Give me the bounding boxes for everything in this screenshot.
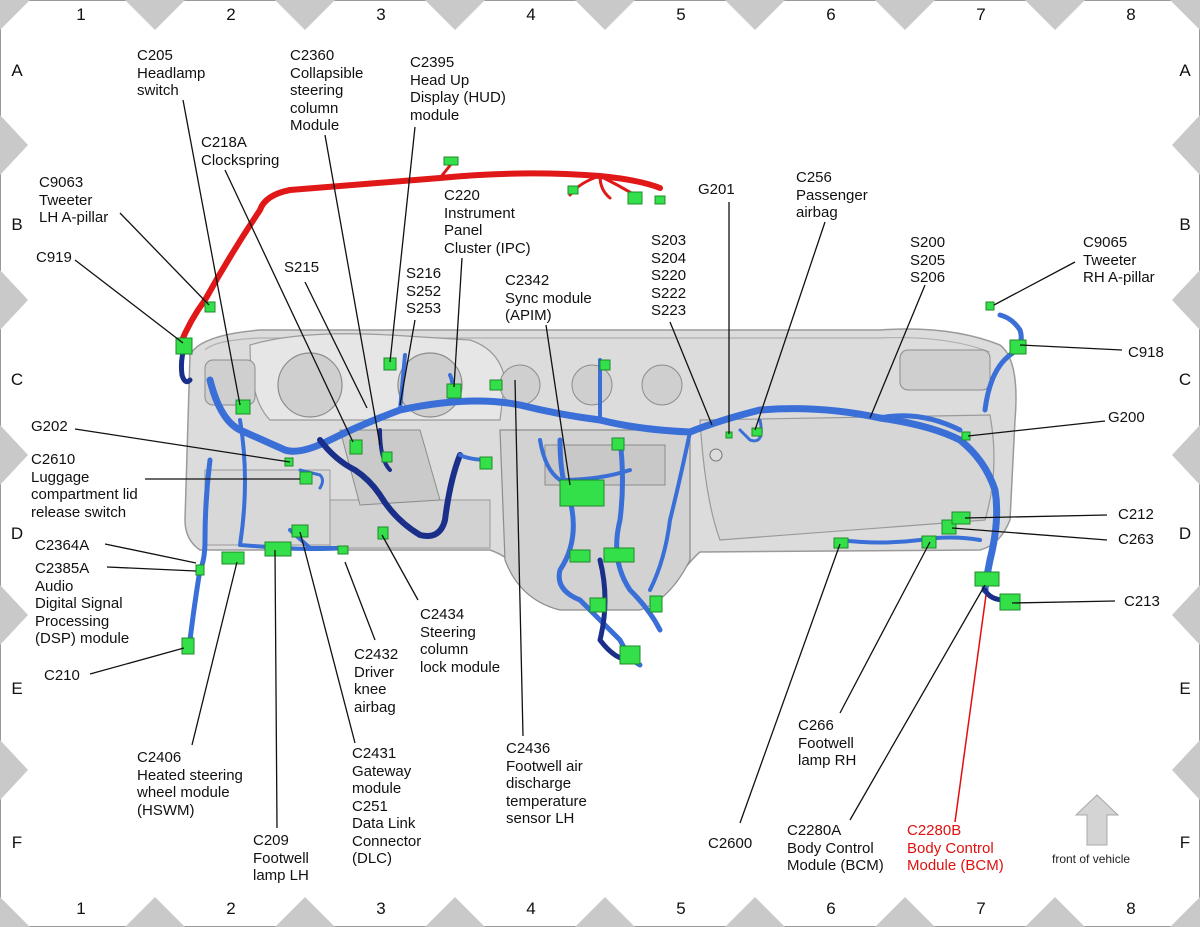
label-g202: G202 — [31, 418, 68, 435]
label-s216: S216 S252 S253 — [406, 265, 442, 317]
label-s200: S200 S205 S206 — [910, 234, 946, 286]
label-c2385a: C2385A Audio Digital Signal Processing (… — [35, 560, 130, 647]
label-c2610: C2610 Luggage compartment lid release sw… — [31, 451, 138, 521]
grid-row-a-left: A — [11, 61, 23, 80]
front-arrow-icon — [1074, 794, 1120, 846]
label-c2600: C2600 — [708, 835, 753, 852]
grid-row-e-right: E — [1179, 679, 1191, 698]
grid-col-5-bottom: 5 — [676, 899, 686, 918]
leader-lines — [74, 99, 1123, 829]
label-c2360: C2360 Collapsible steering column Module — [290, 47, 364, 134]
label-c2431: C2431 Gateway module C251 Data Link Conn… — [352, 745, 422, 867]
grid-row-f-left: F — [11, 833, 23, 852]
connectors — [175, 156, 1027, 665]
grid-col-1-top: 1 — [76, 5, 86, 24]
label-c212: C212 — [1118, 506, 1154, 523]
grid-row-d-left: D — [10, 524, 24, 543]
grid-col-2-bottom: 2 — [226, 899, 236, 918]
grid-col-6-bottom: 6 — [826, 899, 836, 918]
label-c263: C263 — [1118, 531, 1154, 548]
grid-row-b-right: B — [1179, 215, 1191, 234]
label-c205: C205 Headlamp switch — [137, 47, 206, 99]
label-c2395: C2395 Head Up Display (HUD) module — [410, 54, 506, 124]
grid-col-4-top: 4 — [526, 5, 536, 24]
label-c2432: C2432 Driver knee airbag — [354, 646, 399, 716]
label-s203: S203 S204 S220 S222 S223 — [651, 232, 687, 319]
grid-row-e-left: E — [11, 679, 23, 698]
grid-row-b-left: B — [11, 215, 23, 234]
blue-harness — [178, 312, 1024, 668]
front-of-vehicle-label: front of vehicle — [1052, 852, 1131, 866]
label-c209: C209 Footwell lamp LH — [253, 832, 309, 884]
label-c2280a: C2280A Body Control Module (BCM) — [787, 822, 884, 874]
label-c2436: C2436 Footwell air discharge temperature… — [506, 740, 587, 827]
grid-col-3-top: 3 — [376, 5, 386, 24]
grid-col-3-bottom: 3 — [376, 899, 386, 918]
grid-col-4-bottom: 4 — [526, 899, 536, 918]
grid-col-6-top: 6 — [826, 5, 836, 24]
grid-col-7-top: 7 — [976, 5, 986, 24]
grid-col-8-bottom: 8 — [1126, 899, 1136, 918]
label-c210: C210 — [44, 667, 80, 684]
label-c918: C918 — [1128, 344, 1164, 361]
grid-row-f-right: F — [1179, 833, 1191, 852]
label-c213: C213 — [1124, 593, 1160, 610]
leader-line-c2280b — [954, 594, 987, 823]
label-s215: S215 — [284, 259, 320, 276]
label-c2280b: C2280B Body Control Module (BCM) — [907, 822, 1004, 874]
grid-col-8-top: 8 — [1126, 5, 1136, 24]
label-c2434: C2434 Steering column lock module — [420, 606, 501, 676]
label-c256: C256 Passenger airbag — [796, 169, 868, 221]
label-c266: C266 Footwell lamp RH — [798, 717, 857, 769]
grid-row-a-right: A — [1179, 61, 1191, 80]
grid-col-1-bottom: 1 — [76, 899, 86, 918]
grid-row-c-right: C — [1178, 370, 1192, 389]
grid-row-c-left: C — [10, 370, 24, 389]
label-g200: G200 — [1108, 409, 1145, 426]
label-c919: C919 — [36, 249, 72, 266]
label-c9065: C9065 Tweeter RH A-pillar — [1083, 234, 1155, 286]
grid-col-2-top: 2 — [226, 5, 236, 24]
label-c2406: C2406 Heated steering wheel module (HSWM… — [137, 749, 243, 819]
label-c2364a: C2364A — [35, 537, 90, 554]
label-c2342: C2342 Sync module (APIM) — [505, 272, 592, 324]
instrument-panel — [184, 328, 1017, 611]
label-c218a: C218A Clockspring — [201, 134, 280, 169]
grid-col-5-top: 5 — [676, 5, 686, 24]
label-c9063: C9063 Tweeter LH A-pillar — [39, 174, 109, 226]
label-c220: C220 Instrument Panel Cluster (IPC) — [444, 187, 531, 257]
label-g201: G201 — [698, 181, 735, 198]
grid-col-7-bottom: 7 — [976, 899, 986, 918]
grid-row-d-right: D — [1178, 524, 1192, 543]
